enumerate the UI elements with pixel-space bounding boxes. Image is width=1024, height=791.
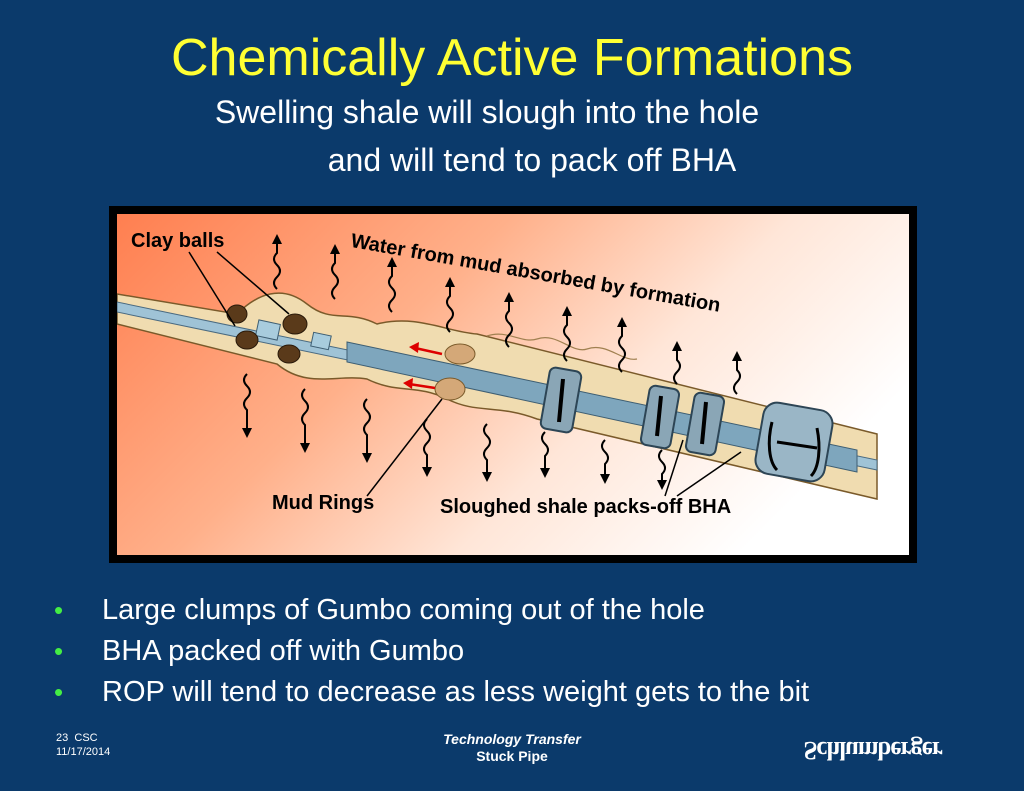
label-clay-balls: Clay balls (131, 230, 225, 252)
leader-mud-rings (366, 398, 443, 497)
bullet-item: • Large clumps of Gumbo coming out of the… (54, 590, 1014, 631)
slide-subtitle-line1: Swelling shale will slough into the hole (214, 94, 760, 130)
flow-arrow-1 (414, 346, 443, 356)
leader-sloughed-1 (664, 439, 684, 497)
leader-clay-2 (216, 251, 290, 315)
bha-collar (346, 341, 858, 473)
footer-center: Technology Transfer Stuck Pipe (400, 731, 624, 765)
clay-ball-3 (282, 313, 308, 335)
label-mud-rings: Mud Rings (272, 492, 375, 514)
bullet-item: • ROP will tend to decrease as less weigh… (54, 672, 1014, 713)
bullet-list: • Large clumps of Gumbo coming out of the… (54, 590, 1014, 713)
bullet-dot-icon: • (54, 677, 64, 707)
shale-slough-upper (486, 333, 638, 360)
slide-subtitle-line2: and will tend to pack off BHA (327, 142, 737, 178)
footer-technology-transfer: Technology Transfer (443, 731, 581, 747)
diagram-panel: Clay balls Water from mud absorbed by fo… (117, 214, 909, 555)
leader-sloughed-2 (676, 451, 742, 497)
mud-ring-1 (444, 343, 476, 365)
water-arrows-up (273, 239, 741, 395)
footer-author: CSC (74, 732, 98, 744)
mud-ring-2 (434, 377, 466, 401)
slide-title: Chemically Active Formations (171, 29, 853, 87)
pipe-joint-2 (310, 331, 332, 351)
diagram-frame: Clay balls Water from mud absorbed by fo… (109, 206, 917, 563)
schlumberger-logo: Schlumberger (803, 736, 942, 765)
bullet-dot-icon: • (54, 595, 64, 625)
drill-bit (754, 401, 834, 483)
footer-stuck-pipe: Stuck Pipe (476, 748, 548, 764)
water-arrowheads-down (242, 428, 667, 490)
bullet-item: • BHA packed off with Gumbo (54, 631, 1014, 672)
bullet-text: BHA packed off with Gumbo (102, 635, 465, 667)
clay-ball-2 (235, 330, 259, 350)
bullet-dot-icon: • (54, 636, 64, 666)
leader-clay-1 (188, 251, 236, 327)
flow-arrow-2 (408, 382, 436, 390)
clay-ball-1 (226, 304, 248, 324)
bullet-text: Large clumps of Gumbo coming out of the … (102, 594, 705, 626)
footer-date: 11/17/2014 (56, 746, 111, 758)
page-number: 23 (56, 732, 69, 744)
clay-ball-4 (277, 344, 301, 364)
water-arrowheads-up (272, 234, 742, 361)
wellbore-diagram (117, 234, 878, 500)
water-arrows-down (243, 373, 666, 482)
bullet-text: ROP will tend to decrease as less weight… (102, 676, 810, 708)
label-sloughed-shale: Sloughed shale packs-off BHA (440, 496, 732, 518)
footer-left: 23 CSC 11/17/2014 (56, 731, 110, 759)
pipe-joint-1 (254, 319, 282, 341)
